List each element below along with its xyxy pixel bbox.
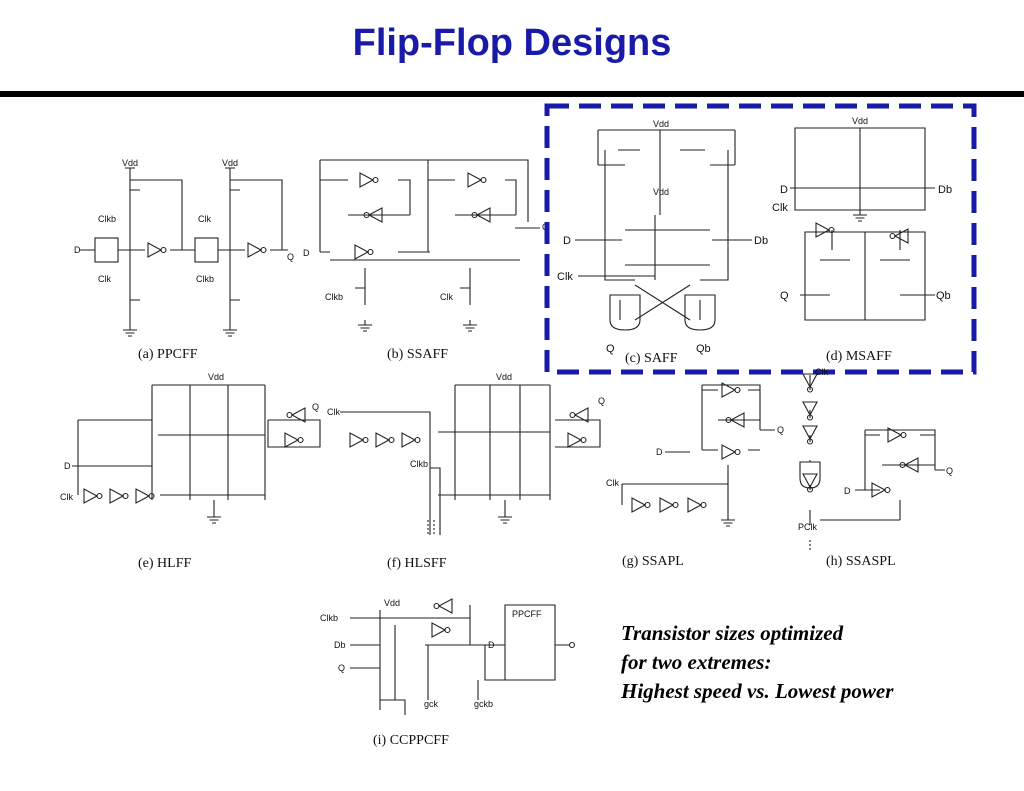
caption-f: (f) HLSFF [387,556,447,571]
title-underline [0,91,1024,97]
hlff-clk-label: Clk [60,492,73,502]
ssapl-clk-label: Clk [606,478,619,488]
saff-qb-label: Qb [696,343,711,355]
page-title: Flip-Flop Designs [352,22,672,64]
hlsff-vdd-label: Vdd [496,372,512,382]
ccppcff-vdd-label: Vdd [384,598,400,608]
msaff-qb-label: Qb [936,290,951,302]
ppcff-clkb-label-1: Clkb [98,214,116,224]
caption-h: (h) SSASPL [826,554,896,569]
highlight-box [544,103,977,375]
circuit-saff [575,129,752,331]
ccppcff-d-label: D [488,640,495,650]
ccppcff-q-label: Q [338,663,345,673]
ssaspl-clk-label: Clk [815,367,828,377]
ssaff-clkb-label: Clkb [325,292,343,302]
caption-e: (e) HLFF [138,556,191,571]
circuit-hlff [72,384,321,524]
circuit-hlsff [340,384,601,535]
ccppcff-db-label: Db [334,640,346,650]
caption-b: (b) SSAFF [387,347,448,362]
ssaff-d-label: D [303,248,310,258]
ssaspl-pclk-label: PClk [798,522,818,532]
ssapl-d-label: D [656,447,663,457]
ccppcff-gck-label: gck [424,699,439,709]
ppcff-q-label: Q [287,252,294,262]
note-line-3: Highest speed vs. Lowest power [621,679,894,703]
caption-a: (a) PPCFF [138,347,198,362]
ccppcff-ppcff-label: PPCFF [512,609,542,619]
hlsff-clkb-label: Clkb [410,459,428,469]
ppcff-clk-label-2: Clk [198,214,211,224]
msaff-q-label: Q [780,290,789,302]
caption-d: (d) MSAFF [826,349,892,364]
ppcff-vdd-label-1: Vdd [122,158,138,168]
ssaff-clk-label: Clk [440,292,453,302]
circuit-ssaff [319,159,540,332]
saff-vdd-label: Vdd [653,119,669,129]
saff-q-label: Q [606,343,615,355]
msaff-db-label: Db [938,184,952,196]
ppcff-clkb-label-2: Clkb [196,274,214,284]
ppcff-clk-label-1: Clk [98,274,111,284]
saff-clk-label: Clk [557,271,573,283]
ccppcff-clkb-label: Clkb [320,613,338,623]
note-line-2: for two extremes: [621,650,772,674]
msaff-d-label: D [780,184,788,196]
hlsff-q-label: Q [598,396,605,406]
circuit-ssaspl [799,373,945,550]
hlsff-clk-label: Clk [327,407,340,417]
msaff-vdd-label: Vdd [852,116,868,126]
hlff-q-label: Q [312,402,319,412]
note-line-1: Transistor sizes optimized [621,621,844,645]
circuit-ppcff [80,167,288,337]
ccppcff-gckb-label: gckb [474,699,493,709]
hlff-vdd-label: Vdd [208,372,224,382]
caption-c: (c) SAFF [625,351,678,366]
caption-g: (g) SSAPL [622,554,684,569]
ppcff-d-label: D [74,245,81,255]
msaff-clk-label: Clk [772,202,788,214]
saff-vdd-label-2: Vdd [653,187,669,197]
saff-d-label: D [563,235,571,247]
circuit-msaff [790,127,935,321]
saff-db-label: Db [754,235,768,247]
circuit-ssapl [621,382,775,527]
ssaspl-q-label: Q [946,466,953,476]
caption-i: (i) CCPPCFF [373,733,449,748]
circuit-ccppcff [350,598,576,715]
ppcff-vdd-label-2: Vdd [222,158,238,168]
ssapl-q-label: Q [777,425,784,435]
design-note: Transistor sizes optimized for two extre… [621,619,893,706]
ssaspl-d-label: D [844,486,851,496]
hlff-d-label: D [64,461,71,471]
